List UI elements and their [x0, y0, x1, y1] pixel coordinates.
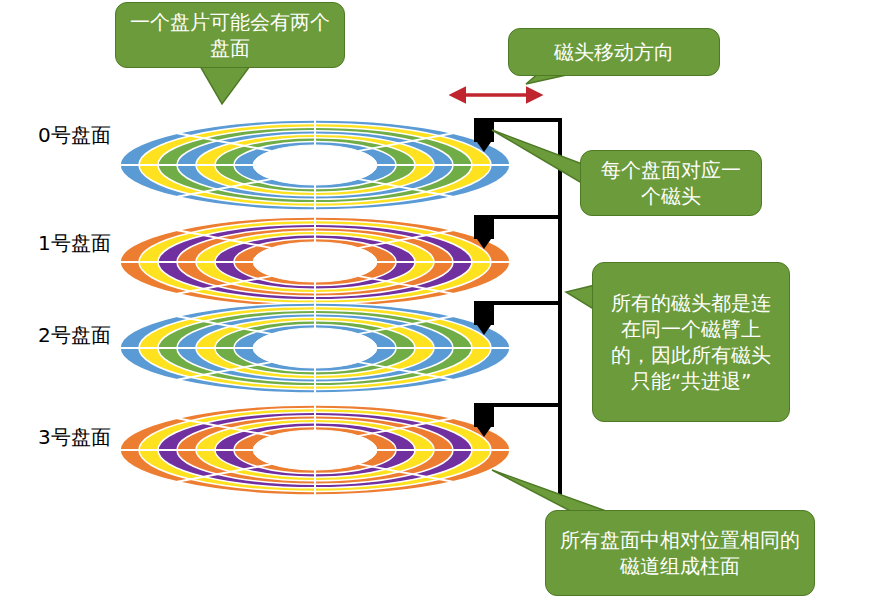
sector-line	[177, 230, 271, 248]
sector-line	[120, 449, 253, 451]
sector-line	[359, 418, 453, 436]
callout-text: 一个盘片可能会有两个盘面	[128, 9, 332, 61]
platter	[120, 303, 510, 393]
head-tip	[477, 142, 491, 152]
sector-line	[359, 316, 453, 334]
sector-line	[314, 303, 316, 328]
arm-branch	[490, 118, 560, 122]
sector-line	[314, 185, 316, 210]
sector-line	[377, 261, 510, 263]
callout-text: 所有盘面中相对位置相同的磁道组成柱面	[558, 527, 802, 579]
sector-line	[177, 133, 271, 151]
sector-line	[359, 230, 453, 248]
arm-branch	[490, 301, 560, 305]
magnetic-head	[474, 301, 494, 325]
spindle-hole	[253, 430, 377, 470]
sector-line	[177, 362, 271, 380]
sector-line	[359, 179, 453, 197]
platter	[120, 217, 510, 307]
move-arrow	[452, 93, 540, 97]
callout-box: 每个盘面对应一个磁头	[580, 150, 762, 216]
magnetic-head	[474, 118, 494, 142]
spindle-hole	[253, 328, 377, 368]
sector-line	[177, 418, 271, 436]
sector-line	[359, 133, 453, 151]
head-tip	[477, 427, 491, 437]
arm-branch	[490, 403, 560, 407]
sector-line	[120, 261, 253, 263]
callout-text: 每个盘面对应一个磁头	[593, 157, 749, 209]
sector-line	[177, 464, 271, 482]
spindle-hole	[253, 145, 377, 185]
sector-line	[314, 120, 316, 145]
callout-tail	[492, 130, 585, 185]
sector-line	[314, 470, 316, 495]
callout-box: 磁头移动方向	[508, 28, 720, 76]
arm-branch	[490, 215, 560, 219]
sector-line	[359, 464, 453, 482]
track	[120, 405, 510, 495]
sector-line	[359, 276, 453, 294]
callout-text: 所有的磁头都是连在同一个磁臂上的，因此所有磁头只能“共进退”	[605, 290, 777, 394]
callout-box: 一个盘片可能会有两个盘面	[115, 2, 345, 68]
callout-text: 磁头移动方向	[554, 39, 674, 65]
magnetic-head	[474, 215, 494, 239]
sector-line	[177, 179, 271, 197]
platter-label: 2号盘面	[38, 322, 111, 349]
magnetic-head	[474, 403, 494, 427]
head-arm	[558, 118, 562, 503]
callout-tail	[200, 66, 250, 104]
sector-line	[120, 347, 253, 349]
sector-line	[359, 362, 453, 380]
platter-label: 1号盘面	[38, 230, 111, 257]
sector-line	[314, 405, 316, 430]
platter	[120, 405, 510, 495]
sector-line	[314, 217, 316, 242]
callout-box: 所有的磁头都是连在同一个磁臂上的，因此所有磁头只能“共进退”	[592, 262, 790, 422]
platter-label: 0号盘面	[38, 122, 111, 149]
spindle-hole	[253, 242, 377, 282]
callout-box: 所有盘面中相对位置相同的磁道组成柱面	[545, 510, 815, 596]
platter	[120, 120, 510, 210]
sector-line	[377, 449, 510, 451]
platter-label: 3号盘面	[38, 424, 111, 451]
callout-tail	[566, 285, 595, 310]
track	[120, 217, 510, 307]
sector-line	[177, 276, 271, 294]
sector-line	[120, 164, 253, 166]
sector-line	[377, 347, 510, 349]
track	[120, 120, 510, 210]
sector-line	[177, 316, 271, 334]
head-tip	[477, 325, 491, 335]
track	[120, 303, 510, 393]
sector-line	[314, 368, 316, 393]
sector-line	[377, 164, 510, 166]
head-tip	[477, 239, 491, 249]
